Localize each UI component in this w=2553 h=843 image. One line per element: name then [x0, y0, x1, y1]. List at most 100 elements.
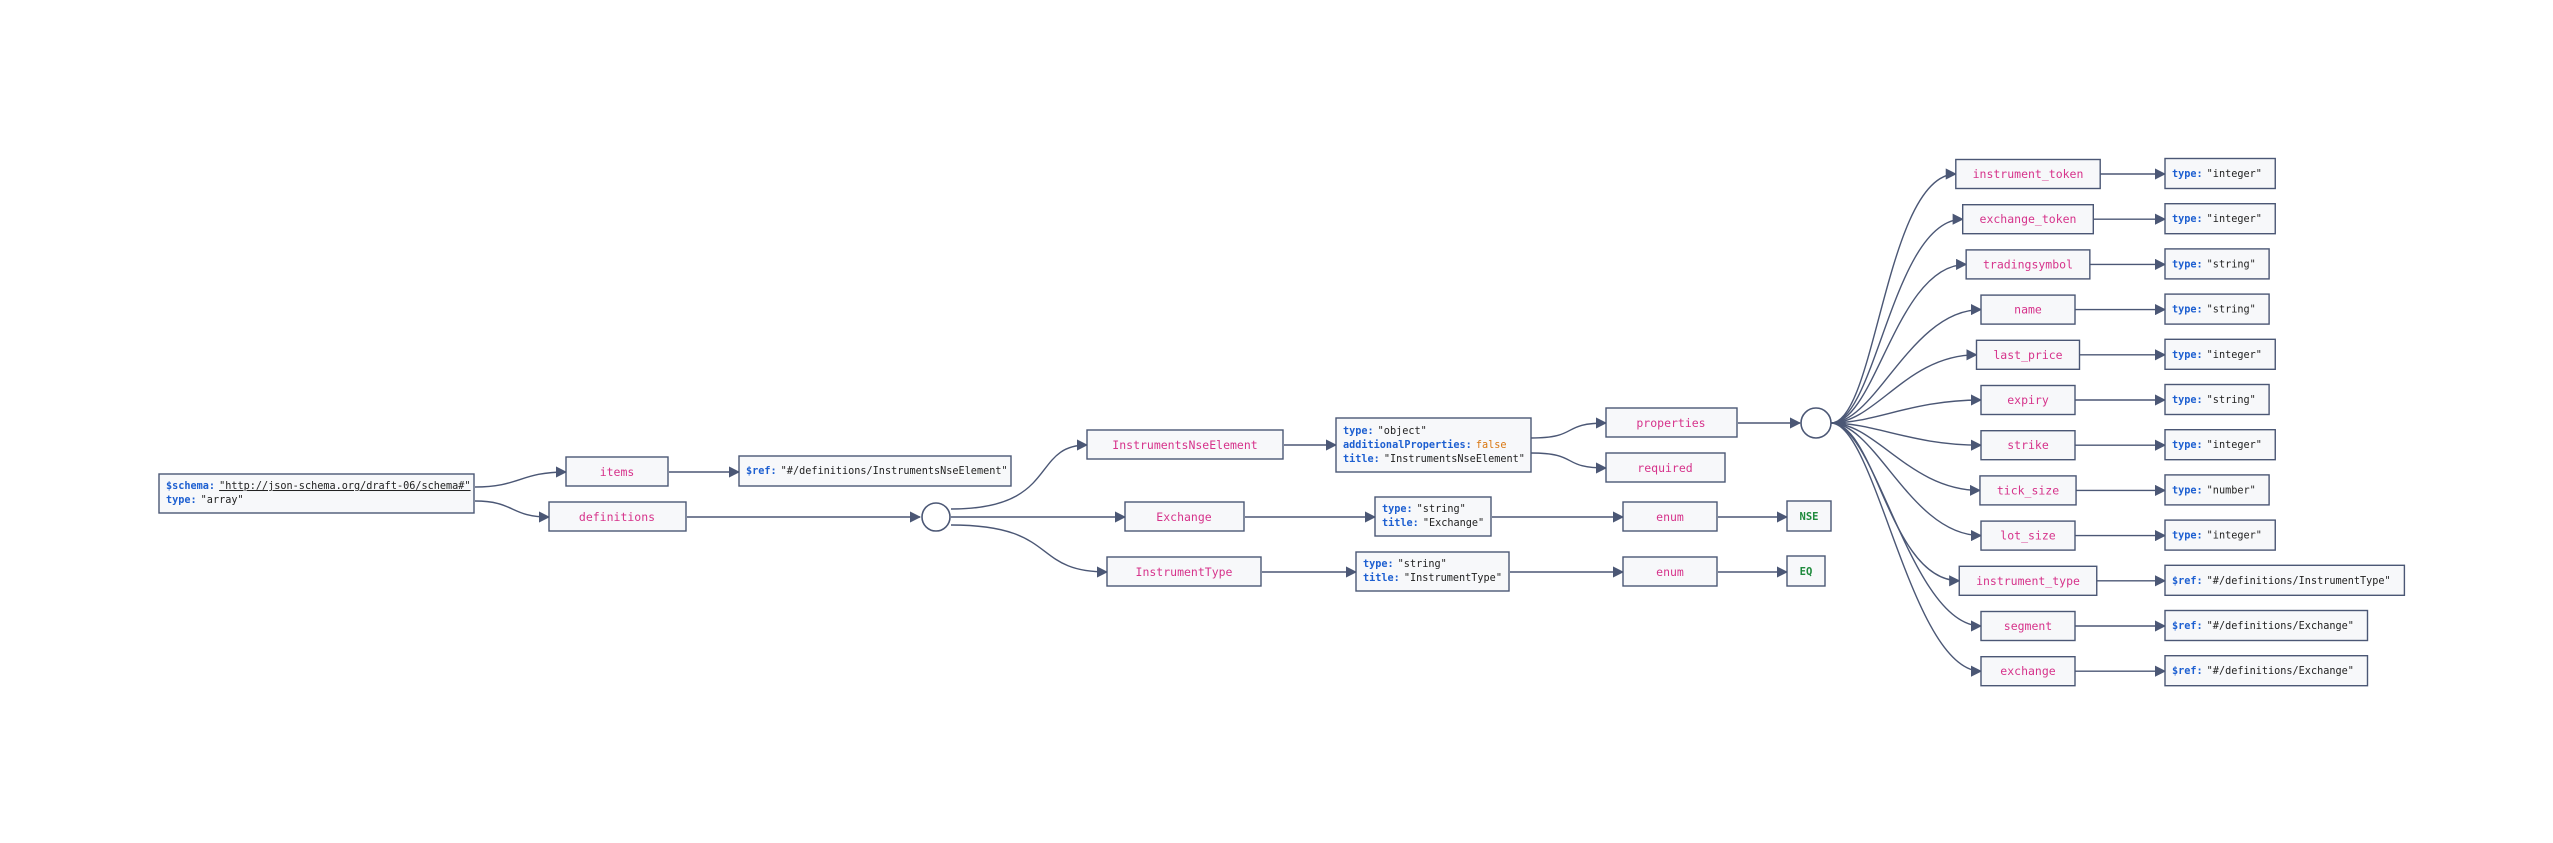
node-exchange: Exchange	[1124, 501, 1245, 532]
exchange-enum-label: enum	[1656, 510, 1684, 524]
property-exchange: exchange	[1980, 656, 2076, 687]
property-name: expiry	[2007, 393, 2049, 407]
properties-hub	[1800, 407, 1832, 439]
instrument-type-meta-row-0: type:"string"	[1363, 559, 1447, 570]
property-exchange-token: exchange_token	[1961, 203, 2094, 235]
property-name: instrument_token	[1973, 167, 2084, 181]
edge-hub-instrument-type	[1830, 422, 1961, 587]
property-strike: strike	[1980, 430, 2076, 461]
exchange-enum-value-label: NSE	[1800, 511, 1819, 523]
property-type-value: type:"string"	[2172, 305, 2256, 316]
instrument-type-label: InstrumentType	[1136, 565, 1233, 579]
property-type-exchange-token: type:"integer"	[2164, 202, 2276, 235]
exchange-meta-row-1: title:"Exchange"	[1382, 517, 1484, 529]
property-type-value: type:"integer"	[2172, 350, 2262, 361]
instrument-type-enum-label: enum	[1656, 565, 1684, 579]
node-element-meta: type:"object" additionalProperties:false…	[1335, 417, 1532, 473]
edge-hub-strike	[1830, 422, 1983, 451]
instruments-nse-element-label: InstrumentsNseElement	[1112, 438, 1257, 452]
property-last-price: last_price	[1975, 339, 2081, 370]
property-type-exchange: $ref:"#/definitions/Exchange"	[2164, 655, 2369, 687]
node-required: required	[1605, 452, 1726, 483]
edge-hub-instrument-token	[1830, 168, 1957, 424]
property-type-value: $ref:"#/definitions/Exchange"	[2172, 666, 2354, 677]
property-type-instrument-token: type:"integer"	[2164, 157, 2276, 190]
property-name: strike	[2007, 438, 2049, 452]
property-type-value: type:"string"	[2172, 259, 2256, 270]
property-type-expiry: type:"string"	[2164, 383, 2270, 416]
root-row-1: type:"array"	[166, 495, 244, 506]
edge-meta-properties	[1530, 417, 1608, 439]
property-lot-size: lot_size	[1980, 520, 2076, 551]
edge-hub-tick-size	[1830, 422, 1982, 496]
node-exchange-meta: type:"string" title:"Exchange"	[1374, 496, 1492, 537]
property-name: tick_size	[1997, 483, 2059, 497]
node-properties: properties	[1605, 407, 1738, 438]
property-type-instrument-type: $ref:"#/definitions/InstrumentType"	[2164, 564, 2406, 596]
edge-root-definitions	[474, 500, 551, 523]
edge-root-items	[474, 466, 568, 488]
node-instrument-type: InstrumentType	[1106, 556, 1262, 587]
property-segment: segment	[1980, 610, 2076, 642]
node-instrument-type-meta: type:"string" title:"InstrumentType"	[1355, 551, 1510, 592]
property-type-name: type:"string"	[2164, 293, 2270, 325]
exchange-meta-row-0: type:"string"	[1382, 504, 1466, 515]
property-type-value: type:"integer"	[2172, 440, 2262, 451]
element-meta-row-0: type:"object"	[1343, 426, 1427, 437]
node-instrument-type-enum-value: EQ	[1786, 555, 1826, 587]
property-name: exchange_token	[1980, 212, 2077, 226]
properties-label: properties	[1636, 416, 1705, 430]
definitions-label: definitions	[579, 510, 655, 524]
property-name: lot_size	[2000, 529, 2055, 543]
property-type-value: type:"integer"	[2172, 531, 2262, 542]
property-name: segment	[2004, 619, 2052, 633]
property-name: last_price	[1993, 348, 2062, 362]
edge-hub-last-price	[1830, 349, 1978, 424]
node-exchange-enum-value: NSE	[1786, 500, 1832, 532]
element-meta-row-2: title:"InstrumentsNseElement"	[1343, 453, 1525, 465]
edge-hub-element	[950, 439, 1089, 510]
edge-hub-lot-size	[1830, 422, 1983, 542]
property-tick-size: tick_size	[1979, 475, 2077, 506]
property-tradingsymbol: tradingsymbol	[1965, 249, 2091, 280]
root-row-0: $schema:"http://json-schema.org/draft-06…	[166, 481, 471, 492]
instrument-type-enum-value-label: EQ	[1800, 566, 1813, 578]
items-ref-row: $ref:"#/definitions/InstrumentsNseElemen…	[746, 466, 1008, 477]
node-instruments-nse-element: InstrumentsNseElement	[1086, 429, 1284, 460]
property-type-value: type:"integer"	[2172, 169, 2262, 180]
edge-hub-name	[1830, 304, 1983, 424]
instrument-type-meta-row-1: title:"InstrumentType"	[1363, 572, 1502, 584]
edge-hub-instrumenttype	[950, 524, 1109, 578]
definitions-hub	[921, 502, 951, 532]
property-type-tick-size: type:"number"	[2164, 474, 2270, 506]
edge-hub-exchange-token	[1830, 213, 1964, 424]
node-instrument-type-enum: enum	[1622, 556, 1718, 587]
items-label: items	[600, 465, 635, 479]
edge-hub-segment	[1830, 422, 1983, 632]
edge-hub-tradingsymbol	[1830, 258, 1968, 424]
property-type-value: type:"number"	[2172, 485, 2256, 496]
property-edges	[1830, 168, 2167, 677]
node-exchange-enum: enum	[1622, 501, 1718, 532]
property-type-value: $ref:"#/definitions/Exchange"	[2172, 621, 2354, 632]
property-type-lot-size: type:"integer"	[2164, 519, 2276, 551]
property-name: name	[1980, 294, 2076, 325]
property-type-tradingsymbol: type:"string"	[2164, 248, 2270, 280]
exchange-label: Exchange	[1156, 510, 1211, 524]
property-expiry: expiry	[1980, 384, 2076, 416]
edge-hub-expiry	[1830, 394, 1983, 424]
node-items: items	[565, 456, 669, 487]
property-type-value: type:"string"	[2172, 395, 2256, 406]
edge-meta-required	[1530, 452, 1608, 474]
property-type-value: type:"integer"	[2172, 214, 2262, 225]
edge-hub-exchange	[1830, 422, 1983, 677]
edges	[474, 168, 2167, 677]
property-name: name	[2014, 303, 2042, 317]
node-items-ref: $ref:"#/definitions/InstrumentsNseElemen…	[738, 455, 1012, 487]
property-instrument-type: instrument_type	[1958, 565, 2098, 596]
property-name: instrument_type	[1976, 574, 2080, 588]
node-definitions: definitions	[548, 501, 687, 532]
element-meta-row-1: additionalProperties:false	[1343, 439, 1506, 451]
node-root: $schema:"http://json-schema.org/draft-06…	[158, 473, 475, 514]
